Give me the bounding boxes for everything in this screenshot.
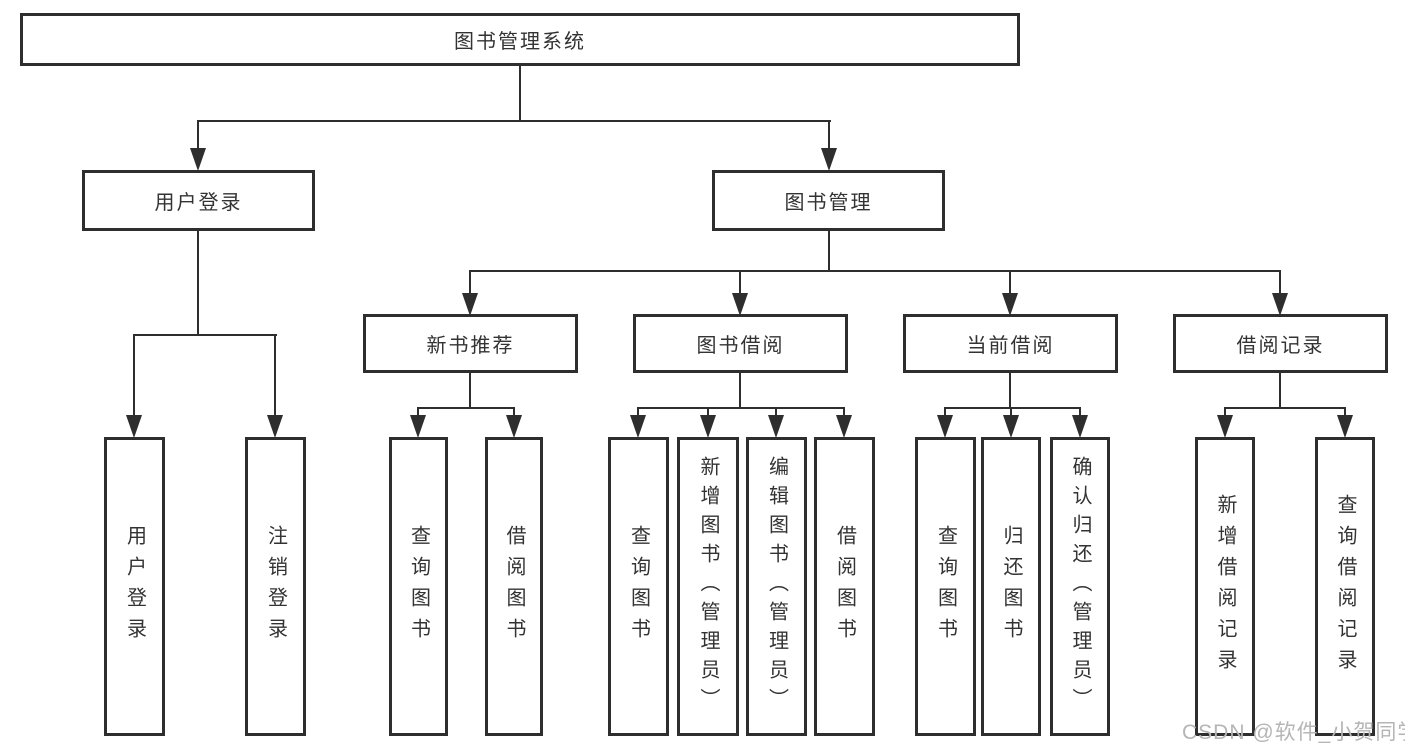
node-book-management: 图书管理 [712,170,945,231]
connector-line [469,371,471,409]
leaf-query-borrow-record: 查询借阅记录 [1315,437,1375,736]
connector-line [828,229,830,272]
leaf-label: 查询图书 [627,524,650,649]
leaf-label: 用户登录 [123,524,146,649]
arrow-down-icon [1217,415,1233,438]
arrow-down-icon [1003,415,1019,438]
connector-line [1009,371,1011,409]
connector-line [197,120,831,122]
connector-line [1224,407,1346,409]
connector-line [739,270,741,296]
node-label: 借阅记录 [1236,335,1325,357]
connector-line [944,407,1081,409]
connector-line [637,407,845,409]
connector-line [707,407,709,419]
csdn-watermark: CSDN @软件_小贺同学 [1182,721,1405,744]
connector-line [1079,407,1081,419]
connector-line [469,270,471,296]
arrow-down-icon [1337,415,1353,438]
arrow-down-icon [506,415,522,438]
connector-line [417,407,419,419]
arrow-down-icon [937,415,953,438]
node-label: 当前借阅 [966,335,1055,357]
arrow-down-icon [732,293,748,316]
connector-line [197,120,199,152]
arrow-down-icon [1002,293,1018,316]
node-current-borrowing: 当前借阅 [903,314,1118,373]
connector-line [944,407,946,419]
connector-line [1344,407,1346,419]
leaf-logout: 注销登录 [245,437,306,736]
node-label: 图书借阅 [696,335,785,357]
connector-line [274,334,276,418]
leaf-confirm-return-admin: 确认归还（管理员） [1050,437,1110,736]
connector-line [843,407,845,419]
arrow-down-icon [126,415,142,438]
connector-line [133,334,135,418]
leaf-query-books-borrowing: 查询图书 [608,437,669,736]
leaf-return-books: 归还图书 [981,437,1041,736]
node-user-login: 用户登录 [82,170,315,231]
connector-line [1009,270,1011,296]
connector-line [1224,407,1226,419]
leaf-label: 确认归还（管理员） [1069,456,1091,717]
leaf-label: 编辑图书（管理员） [765,456,788,717]
arrow-down-icon [700,415,716,438]
node-new-book-recommendation: 新书推荐 [363,314,578,373]
connector-line [513,407,515,419]
node-label: 图书管理系统 [454,31,586,53]
leaf-label: 新增图书（管理员） [697,456,719,717]
node-label: 图书管理 [784,192,873,214]
leaf-query-books-recommend: 查询图书 [389,437,448,736]
arrow-down-icon [1072,415,1088,438]
connector-line [637,407,639,419]
connector-line [775,407,777,419]
connector-line [469,270,1281,272]
node-label: 新书推荐 [426,335,515,357]
node-borrowing-records: 借阅记录 [1173,314,1388,373]
leaf-label: 查询图书 [934,524,957,649]
connector-line [417,407,515,409]
leaf-add-borrow-record: 新增借阅记录 [1195,437,1255,736]
leaf-label: 查询图书 [407,524,430,649]
leaf-edit-books-admin: 编辑图书（管理员） [746,437,807,736]
connector-line [197,229,199,336]
leaf-label: 注销登录 [264,524,287,649]
connector-line [1279,371,1281,409]
connector-line [739,371,741,409]
arrow-down-icon [821,148,837,171]
leaf-add-books-admin: 新增图书（管理员） [677,437,739,736]
arrow-down-icon [1272,293,1288,316]
connector-line [828,120,830,152]
leaf-label: 查询借阅记录 [1334,493,1356,680]
leaf-user-login: 用户登录 [104,437,165,736]
node-label: 用户登录 [154,192,243,214]
arrow-down-icon [768,415,784,438]
arrow-down-icon [836,415,852,438]
arrow-down-icon [630,415,646,438]
node-book-borrowing: 图书借阅 [633,314,848,373]
node-book-management-system: 图书管理系统 [20,13,1020,66]
leaf-label: 归还图书 [1000,524,1022,649]
connector-line [1010,407,1012,419]
leaf-label: 借阅图书 [503,524,525,649]
arrow-down-icon [267,415,283,438]
arrow-down-icon [462,293,478,316]
leaf-borrow-books-recommend: 借阅图书 [485,437,543,736]
arrow-down-icon [190,148,206,171]
leaf-label: 新增借阅记录 [1214,493,1236,680]
arrow-down-icon [410,415,426,438]
leaf-borrow-books-borrowing: 借阅图书 [814,437,875,736]
connector-line [1279,270,1281,296]
connector-line [133,334,277,336]
leaf-query-books-current: 查询图书 [915,437,976,736]
leaf-label: 借阅图书 [833,524,856,649]
connector-line [519,64,521,122]
